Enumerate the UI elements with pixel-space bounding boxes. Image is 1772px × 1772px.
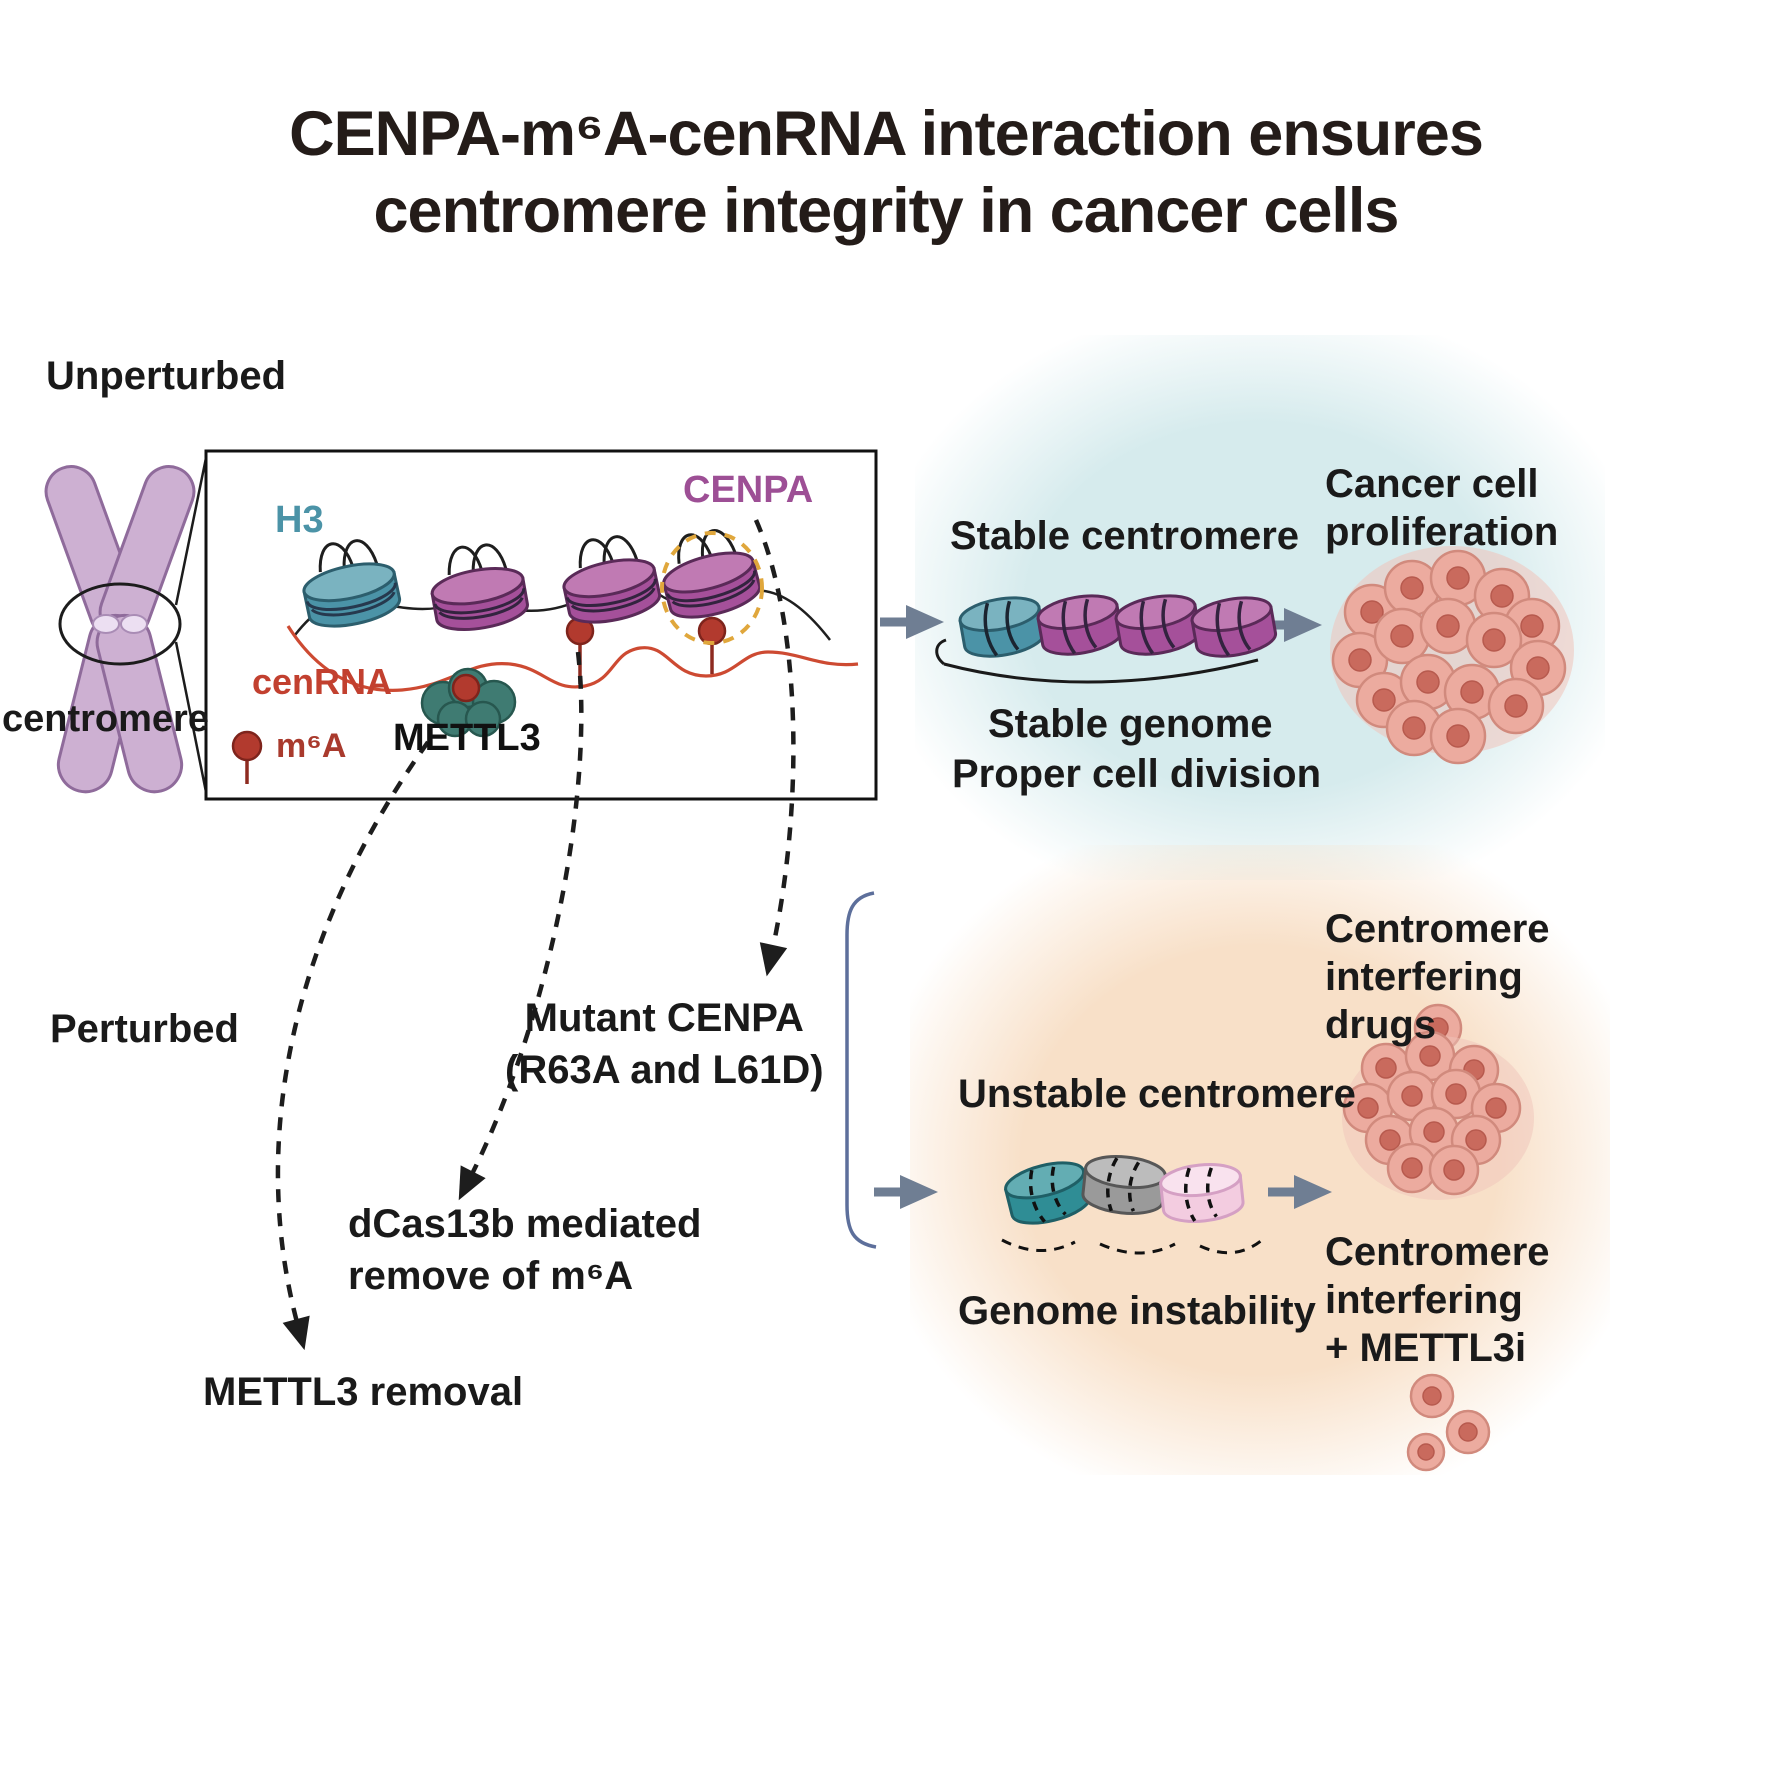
- centromere-ellipse-outline: [58, 582, 182, 666]
- m6a-mark-cenpa: [697, 616, 727, 674]
- inset-box: [204, 449, 878, 801]
- chromosome-illustration: [44, 465, 196, 794]
- mettl3-removal-label: METTL3 removal: [203, 1370, 524, 1414]
- title-line-1: CENPA-m⁶A-cenRNA interaction ensures: [289, 99, 1484, 169]
- dashed-arrow-mettl3-removal: [275, 740, 430, 1351]
- dashed-arrow-mutant-cenpa: [753, 519, 796, 977]
- m6a-legend-label: m⁶A: [276, 727, 347, 765]
- cell-cluster-mettl3i: [1406, 1373, 1491, 1472]
- cenpa-label: CENPA: [683, 469, 814, 511]
- nucleosome-cenpa-1: [430, 543, 529, 631]
- mettl3-enzyme: [420, 667, 517, 738]
- centromere-interfering-drugs-label: Centromere interfering drugs: [1325, 907, 1550, 1047]
- stable-centromere-label: Stable centromere: [950, 514, 1300, 558]
- nucleosome-cenpa-3: [662, 529, 762, 619]
- cancer-cell-proliferation-label: Cancer cell proliferation: [1325, 462, 1559, 554]
- perturbed-section-label: Perturbed: [50, 1007, 239, 1051]
- page-title: CENPA-m⁶A-cenRNA interaction ensures cen…: [0, 96, 1772, 250]
- m6a-legend-mark: [231, 730, 263, 784]
- stable-genome-label: Stable genome: [988, 702, 1273, 746]
- zoom-connector-lines: [174, 452, 209, 798]
- cell-cluster-proliferation: [1330, 546, 1574, 765]
- unstable-nucleosome-array: [1001, 1155, 1263, 1255]
- centromere-interfering-mettl3i-label: Centromere interfering + METTL3i: [1325, 1230, 1550, 1370]
- centromere-label: centromere: [2, 698, 209, 740]
- perturbation-bracket: [845, 891, 877, 1249]
- cenrna-strand: [286, 625, 859, 692]
- m6a-mark-on-mettl3: [451, 673, 481, 703]
- mutant-cenpa-label: Mutant CENPA (R63A and L61D): [505, 996, 824, 1092]
- unstable-centromere-label: Unstable centromere: [958, 1072, 1356, 1116]
- h3-label: H3: [275, 499, 324, 541]
- nucleosome-h3: [302, 539, 402, 628]
- mettl3-label: METTL3: [393, 717, 541, 759]
- nucleosome-cenpa-2: [562, 535, 662, 624]
- proper-cell-division-label: Proper cell division: [952, 752, 1322, 796]
- unperturbed-section-label: Unperturbed: [46, 354, 286, 398]
- cenrna-label: cenRNA: [252, 661, 393, 702]
- stable-nucleosome-array: [935, 594, 1277, 684]
- title-line-2: centromere integrity in cancer cells: [373, 175, 1400, 246]
- genome-instability-label: Genome instability: [958, 1289, 1316, 1333]
- dashed-arrow-dcas13b: [458, 651, 584, 1201]
- cenpa-highlight-circle: [660, 531, 764, 645]
- dcas13b-label: dCas13b mediated remove of m⁶A: [348, 1202, 702, 1298]
- cell-cluster-drugs: [1342, 1003, 1534, 1200]
